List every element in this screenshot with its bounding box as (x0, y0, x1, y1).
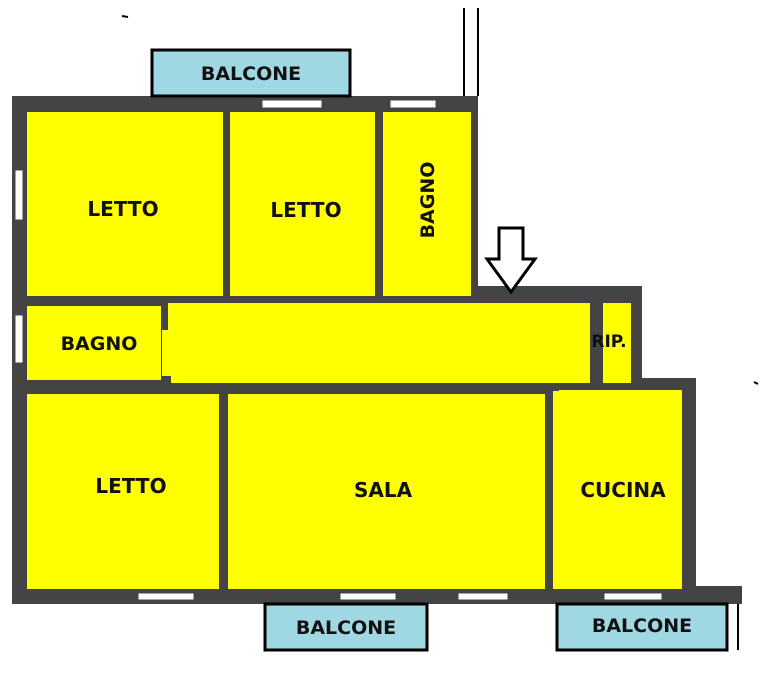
room-label-letto-1: LETTO (87, 197, 158, 221)
balcony-bottom-right: BALCONE (555, 602, 729, 652)
room-label-cucina: CUCINA (580, 478, 666, 502)
down-arrow-icon (484, 226, 538, 295)
window-marks (14, 99, 663, 601)
balcony-top: BALCONE (150, 48, 352, 98)
room-label-bagno-left: BAGNO (61, 333, 138, 355)
room-label-bagno-top: BAGNO (417, 162, 439, 239)
balcony-bottom-center-label: BALCONE (296, 617, 396, 639)
building-outline-lines (463, 8, 739, 650)
room-label-letto-3: LETTO (95, 474, 166, 498)
room-label-sala: SALA (354, 478, 413, 502)
balcony-bottom-right-label: BALCONE (592, 615, 692, 637)
room-label-letto-2: LETTO (270, 198, 341, 222)
scan-marks (121, 15, 759, 385)
room-floors (27, 112, 682, 589)
balcony-top-label: BALCONE (201, 63, 301, 85)
balcony-bottom-center: BALCONE (263, 602, 429, 652)
interior-walls (27, 112, 696, 589)
room-label-ripostiglio: RIP. (591, 332, 626, 352)
